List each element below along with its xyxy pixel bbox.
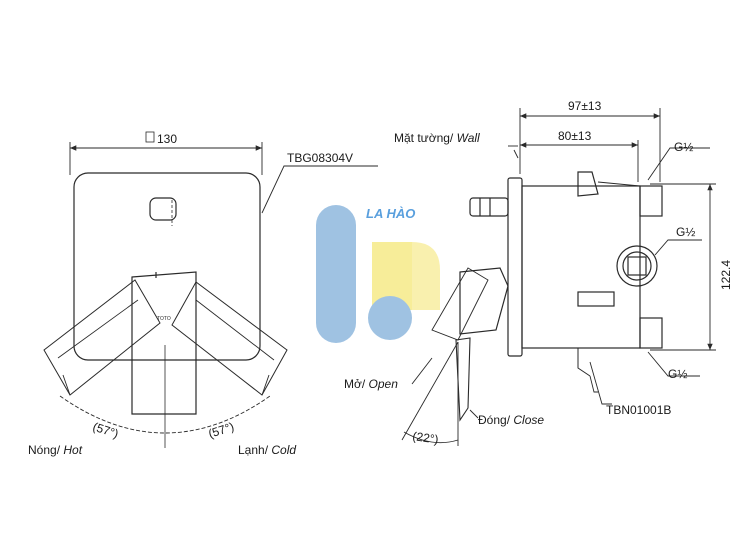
dim-97: 97±13 bbox=[568, 99, 602, 113]
diverter-button bbox=[149, 197, 177, 221]
wall-plate bbox=[507, 177, 523, 357]
body-part-number: TBN01001B bbox=[606, 403, 671, 417]
logo-blue-bar bbox=[316, 205, 356, 343]
diverter-knob bbox=[469, 197, 509, 217]
watermark-logo: LA HÀO bbox=[316, 205, 440, 343]
angle-left-label: (57°) bbox=[91, 420, 120, 441]
logo-blue-circle bbox=[368, 296, 412, 340]
thread-mid-label: G½ bbox=[676, 225, 695, 239]
thread-top-label: G½ bbox=[674, 140, 693, 154]
angle-22-label: (22°) bbox=[412, 429, 440, 447]
front-view: TOTO bbox=[43, 142, 378, 448]
plate-part-number: TBG08304V bbox=[287, 151, 353, 165]
side-lever bbox=[459, 267, 509, 335]
cold-label: Lạnh/ Cold bbox=[238, 443, 296, 457]
thread-bottom-label: G½ bbox=[668, 367, 687, 381]
center-port bbox=[616, 245, 658, 287]
cover-plate bbox=[73, 172, 261, 361]
width-dimension: 130 bbox=[157, 132, 177, 146]
hot-label: Nóng/ Hot bbox=[28, 443, 83, 457]
dim-80: 80±13 bbox=[558, 129, 592, 143]
open-label: Mở/ Open bbox=[344, 377, 398, 391]
lever-handle bbox=[131, 271, 197, 415]
close-label: Đóng/ Close bbox=[478, 413, 544, 427]
side-view bbox=[401, 108, 716, 446]
dim-122: 122.4 bbox=[719, 260, 733, 290]
svg-text:TOTO: TOTO bbox=[157, 316, 171, 322]
valve-body bbox=[521, 185, 641, 349]
angle-right-label: (57°) bbox=[207, 419, 236, 440]
square-symbol bbox=[145, 131, 155, 143]
wall-label: Mặt tường/ Wall bbox=[394, 131, 480, 145]
watermark-text: LA HÀO bbox=[366, 206, 415, 221]
